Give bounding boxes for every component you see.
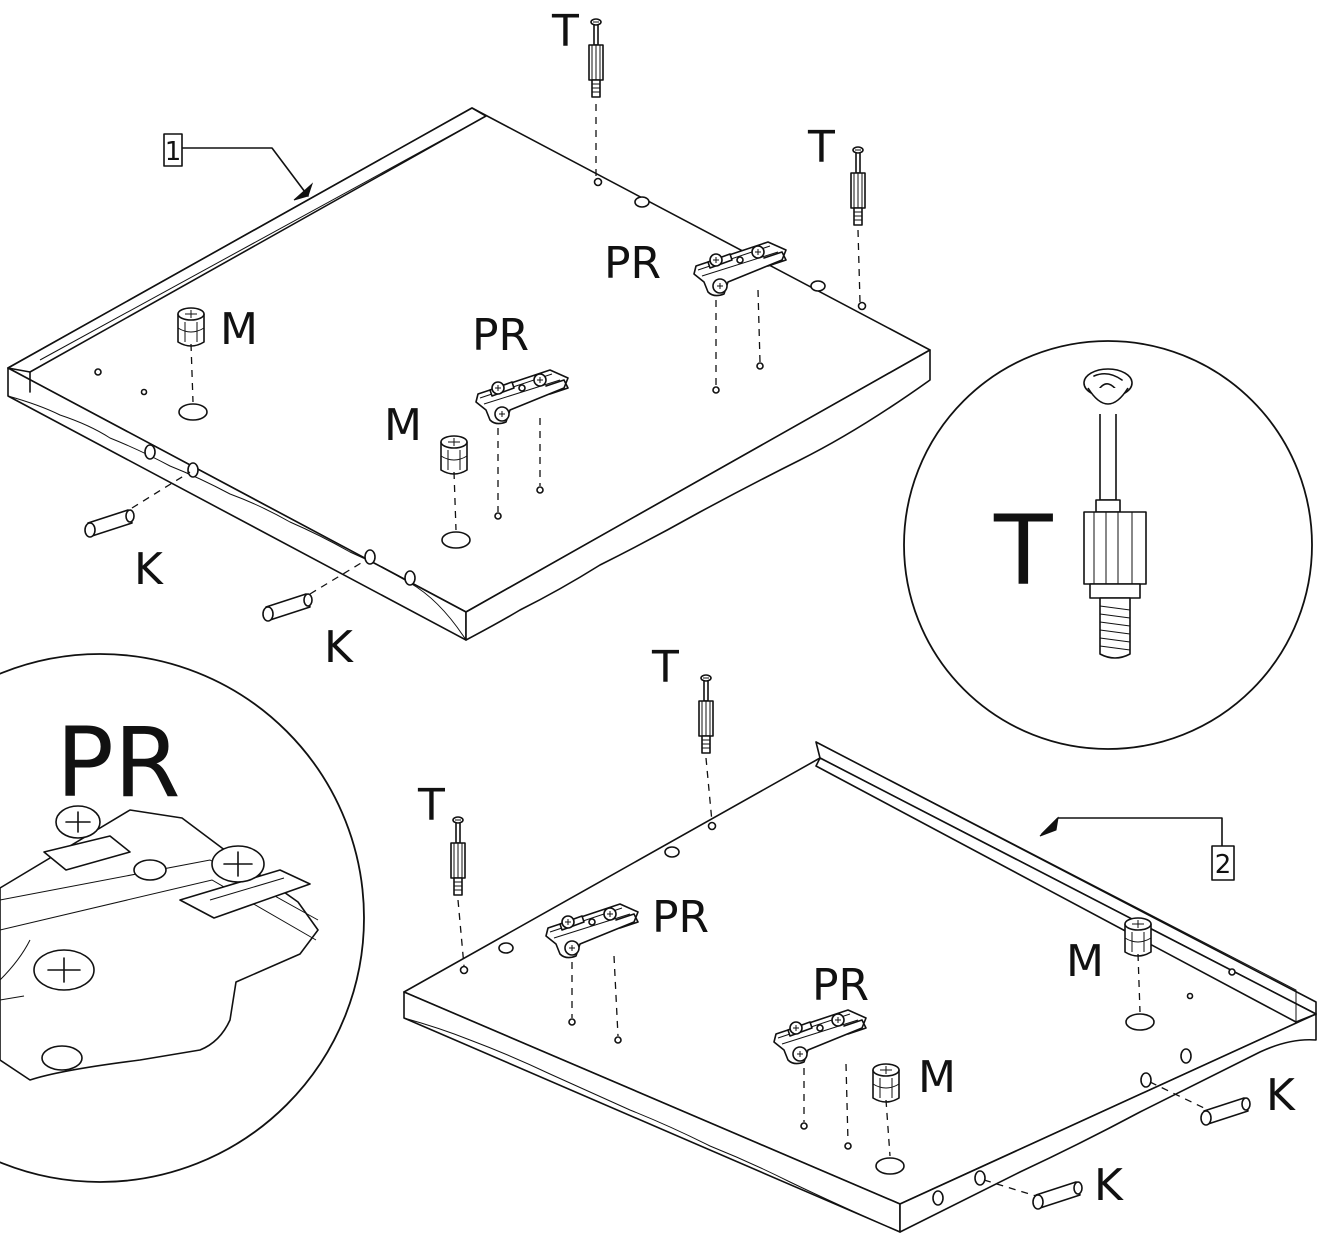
label-k-4: K [1094, 1160, 1124, 1211]
pr-zoom-label: PR [56, 707, 181, 819]
label-t-3: T [651, 642, 679, 693]
panel-2-tag [1211, 845, 1235, 881]
panel-1-tag [163, 133, 183, 167]
panel-1-hardware [84, 18, 866, 622]
panel-1: 1 [7, 107, 931, 641]
label-k-3: K [1266, 1070, 1296, 1121]
label-pr-2: PR [472, 310, 529, 361]
panel-2-hardware [450, 674, 1251, 1210]
label-pr-4: PR [812, 960, 869, 1011]
label-t-1: T [551, 6, 579, 57]
panel-2: 2 [403, 741, 1317, 1233]
panel-2-number: 2 [1215, 850, 1232, 880]
label-t-2: T [807, 122, 835, 173]
pr-detail-view: PR [0, 653, 365, 1183]
label-pr-1: PR [604, 238, 661, 289]
label-t-4: T [417, 780, 445, 831]
panel-1-number: 1 [165, 137, 182, 167]
label-k-1: K [134, 544, 164, 595]
label-m-1: M [220, 304, 258, 355]
label-pr-3: PR [652, 892, 709, 943]
label-m-2: M [384, 400, 422, 451]
t-zoom-label: T [993, 495, 1053, 607]
label-m-3: M [1066, 936, 1104, 987]
label-k-2: K [324, 622, 354, 673]
t-detail-view: T [903, 340, 1313, 750]
label-m-4: M [918, 1052, 956, 1103]
